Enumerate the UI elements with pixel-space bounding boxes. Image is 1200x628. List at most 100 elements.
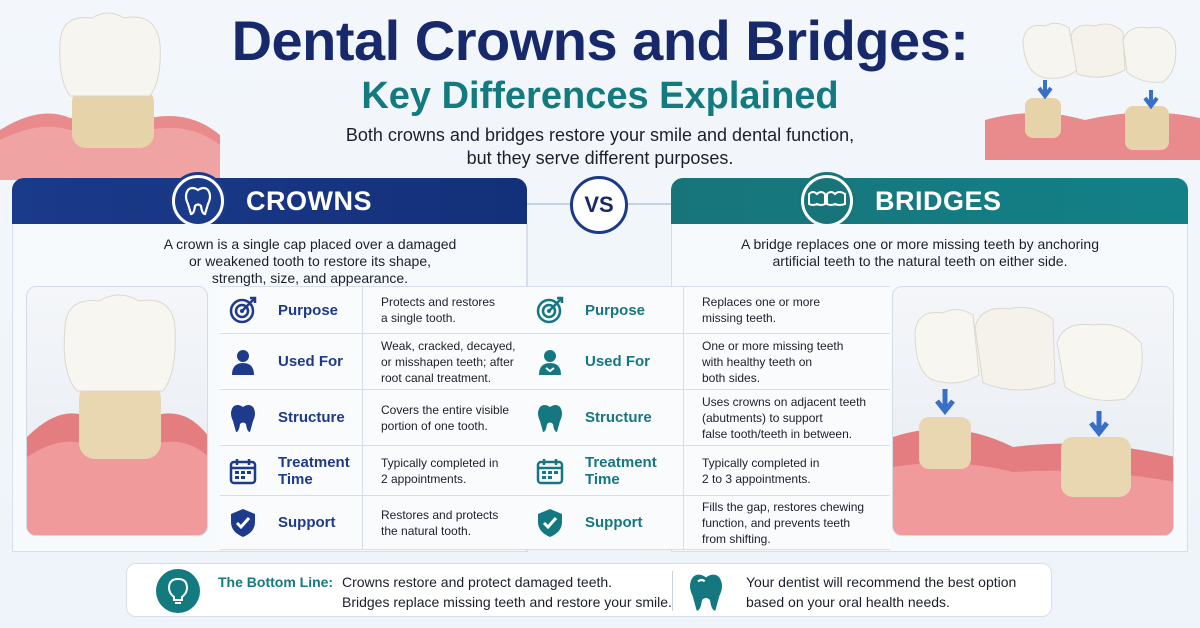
bridges-description-line: artificial teeth to the natural teeth on… xyxy=(772,253,1068,269)
row-value-line: Replaces one or more xyxy=(702,295,821,309)
table-row: Structure Covers the entire visible port… xyxy=(220,390,527,446)
row-value: Typically completed in 2 appointments. xyxy=(363,455,527,487)
row-value-line: function, and prevents teeth xyxy=(702,515,851,530)
page-title: Dental Crowns and Bridges: xyxy=(231,9,969,72)
table-row: Support Restores and protects the natura… xyxy=(220,496,527,550)
bridges-description: A bridge replaces one or more missing te… xyxy=(700,236,1140,270)
row-label: Support xyxy=(585,514,643,531)
doctor-icon xyxy=(527,348,573,376)
row-separator xyxy=(683,334,684,389)
table-row: Treatment Time Typically completed in 2 … xyxy=(527,446,890,496)
row-label-line: Time xyxy=(278,470,313,488)
table-row: Structure Uses crowns on adjacent teeth … xyxy=(527,390,890,446)
row-value-line: 2 appointments. xyxy=(381,471,467,486)
tooth-icon xyxy=(220,403,266,433)
bridges-heading: BRIDGES xyxy=(875,185,1002,216)
tooth-icon xyxy=(688,572,724,617)
intro-line-2: but they serve different purposes. xyxy=(466,148,734,168)
row-separator xyxy=(362,390,363,445)
row-value-line: One or more missing teeth xyxy=(702,338,844,353)
bottom-divider xyxy=(672,571,673,611)
row-value-line: missing teeth. xyxy=(702,311,777,325)
row-value-line: with healthy teeth on xyxy=(702,354,813,369)
row-label: Purpose xyxy=(585,301,646,319)
bottom-line-text-1: Crowns restore and protect damaged teeth… xyxy=(342,574,613,590)
crowns-header: CROWNS xyxy=(12,175,527,227)
table-row: Used For Weak, cracked, decayed, or miss… xyxy=(220,334,527,390)
row-separator xyxy=(683,496,684,549)
row-value-line: Restores and protects xyxy=(381,507,499,522)
tooth-icon xyxy=(527,403,573,433)
row-label-line: Treatment xyxy=(585,453,657,471)
row-label-line: Time xyxy=(585,470,620,488)
bridges-description-line: A bridge replaces one or more missing te… xyxy=(741,236,1099,252)
person-icon xyxy=(220,348,266,376)
row-value-line: Typically completed in xyxy=(702,455,820,470)
row-label: Purpose xyxy=(278,301,339,319)
table-row: Purpose Protects and restores a single t… xyxy=(220,286,527,334)
row-value-line: false tooth/teeth in between. xyxy=(702,426,853,441)
row-value: Replaces one or more missing teeth. xyxy=(684,294,890,326)
row-value-line: Weak, cracked, decayed, xyxy=(381,338,516,353)
table-row: Treatment Time Typically completed in 2 … xyxy=(220,446,527,496)
row-value-line: Covers the entire visible xyxy=(381,402,510,417)
row-value-line: the natural tooth. xyxy=(381,523,472,538)
row-value-line: Fills the gap, restores chewing xyxy=(702,499,865,514)
row-label: Support xyxy=(278,514,336,531)
crowns-description: A crown is a single cap placed over a da… xyxy=(120,236,500,287)
row-value-line: portion of one tooth. xyxy=(381,418,488,433)
row-value-line: 2 to 3 appointments. xyxy=(702,471,811,486)
row-label: Structure xyxy=(278,409,345,426)
row-value: Covers the entire visible portion of one… xyxy=(363,402,527,434)
intro-text: Both crowns and bridges restore your smi… xyxy=(260,124,940,170)
row-separator xyxy=(362,287,363,333)
crown-photo xyxy=(26,286,208,536)
row-separator xyxy=(362,496,363,549)
bridge-photo xyxy=(892,286,1174,536)
row-separator xyxy=(362,334,363,389)
row-label: Treatment Time xyxy=(573,454,683,488)
crowns-description-line: strength, size, and appearance. xyxy=(211,270,409,286)
row-value: Uses crowns on adjacent teeth (abutments… xyxy=(684,394,890,442)
row-value: Restores and protects the natural tooth. xyxy=(363,507,527,539)
row-value: Typically completed in 2 to 3 appointmen… xyxy=(684,455,890,487)
bridges-rows: Purpose Replaces one or more missing tee… xyxy=(527,286,890,550)
target-icon xyxy=(527,295,573,325)
vs-line-left xyxy=(527,203,571,205)
row-value: Fills the gap, restores chewing function… xyxy=(684,499,890,547)
row-value-line: a single tooth. xyxy=(381,311,456,325)
shield-check-icon xyxy=(220,508,266,538)
bottom-line-banner xyxy=(126,563,1052,617)
row-label: Treatment Time xyxy=(266,454,362,488)
row-label-line: Treatment xyxy=(278,453,350,471)
bridge-teeth-icon xyxy=(801,175,853,227)
table-row: Support Fills the gap, restores chewing … xyxy=(527,496,890,550)
crowns-description-line: or weakened tooth to restore its shape, xyxy=(188,253,432,269)
row-label: Used For xyxy=(585,353,651,370)
bottom-line-label: The Bottom Line: xyxy=(218,574,334,590)
table-row: Purpose Replaces one or more missing tee… xyxy=(527,286,890,334)
row-label: Used For xyxy=(278,353,344,370)
bottom-line-text-2: Bridges replace missing teeth and restor… xyxy=(342,594,672,610)
row-separator xyxy=(683,446,684,495)
crowns-heading: CROWNS xyxy=(246,185,372,216)
row-value-line: Typically completed in xyxy=(381,455,499,470)
row-label: Structure xyxy=(585,409,652,426)
crowns-rows: Purpose Protects and restores a single t… xyxy=(220,286,527,550)
row-separator xyxy=(362,446,363,495)
row-value-line: (abutments) to support xyxy=(702,410,823,425)
row-value-line: or misshapen teeth; after xyxy=(381,354,514,369)
bottom-note-1: Your dentist will recommend the best opt… xyxy=(746,574,1017,590)
row-value: Weak, cracked, decayed, or misshapen tee… xyxy=(363,338,527,386)
bridges-header: BRIDGES xyxy=(671,175,1188,227)
row-value-line: Uses crowns on adjacent teeth xyxy=(702,394,867,409)
row-value: One or more missing teeth with healthy t… xyxy=(684,338,890,386)
row-value: Protects and restores a single tooth. xyxy=(363,294,527,326)
table-row: Used For One or more missing teeth with … xyxy=(527,334,890,390)
row-separator xyxy=(683,390,684,445)
row-value-line: from shifting. xyxy=(702,531,771,546)
crown-illustration-top xyxy=(0,0,220,180)
lightbulb-icon xyxy=(156,569,200,613)
tooth-icon xyxy=(172,175,224,227)
target-icon xyxy=(220,295,266,325)
